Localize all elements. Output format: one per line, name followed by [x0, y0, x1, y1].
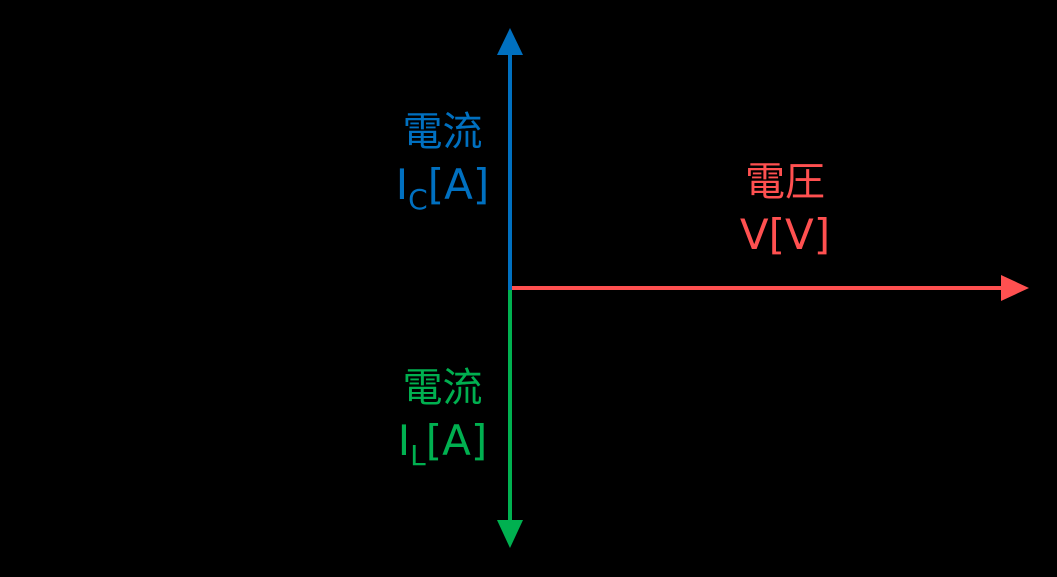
voltage-symbol: V[V]: [700, 214, 870, 256]
inductor-current-symbol: IL[A]: [385, 420, 500, 470]
symbol-text: I: [395, 160, 409, 209]
inductor-current-arrow: [497, 290, 523, 548]
inductor-current-label: 電流 IL[A]: [385, 365, 500, 470]
capacitor-current-arrow: [497, 28, 523, 290]
arrow-up-icon: [497, 28, 523, 55]
capacitor-current-label-jp: 電流: [402, 109, 483, 155]
unit-text: [V]: [768, 210, 831, 259]
arrow-right-icon: [1001, 275, 1029, 301]
capacitor-current-label: 電流 IC[A]: [385, 109, 500, 214]
capacitor-current-symbol: IC[A]: [385, 164, 500, 214]
symbol-text: I: [397, 416, 411, 465]
unit-text: [A]: [425, 416, 488, 465]
symbol-subscript: C: [408, 183, 428, 216]
arrow-down-icon: [497, 520, 523, 548]
voltage-arrow: [512, 275, 1029, 301]
symbol-subscript: L: [410, 439, 426, 472]
voltage-label: 電圧 V[V]: [700, 162, 870, 256]
symbol-text: V: [739, 210, 769, 259]
inductor-current-label-jp: 電流: [402, 365, 483, 411]
voltage-label-jp: 電圧: [745, 159, 825, 205]
unit-text: [A]: [427, 160, 490, 209]
